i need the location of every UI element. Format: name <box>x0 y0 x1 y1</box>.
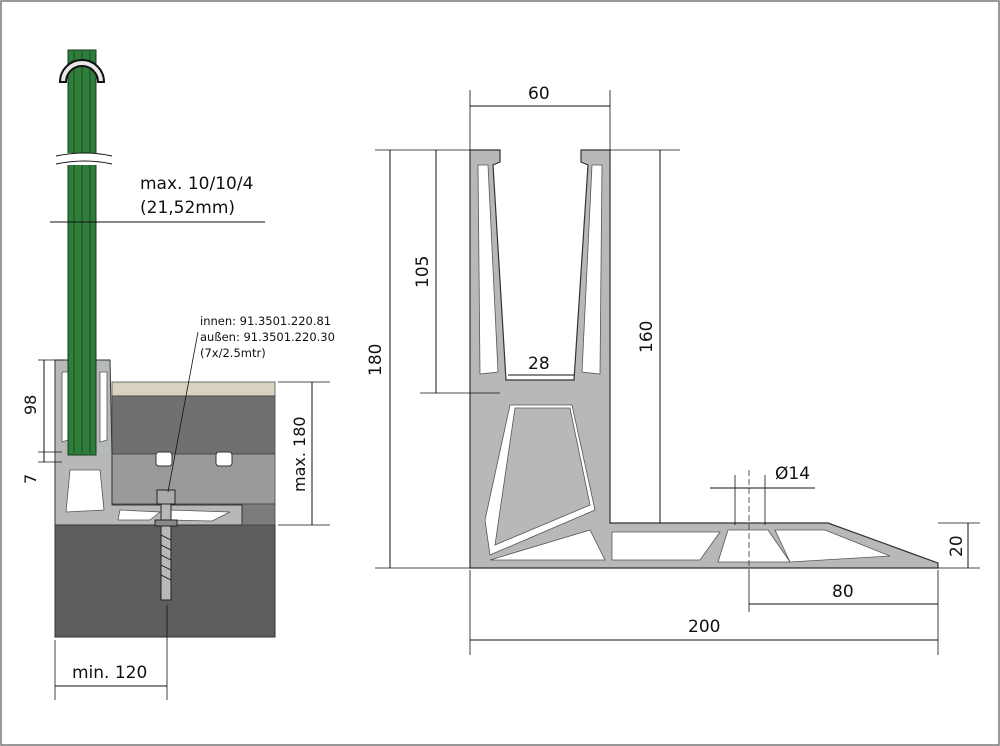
drain-hole-1 <box>155 451 173 467</box>
part-number-outer: außen: 91.3501.220.30 <box>200 330 335 344</box>
right-profile-view: 60 180 105 28 160 Ø14 20 80 <box>366 84 980 655</box>
floor-finish <box>111 381 276 397</box>
glass-thickness-label: max. 10/10/4 <box>140 174 253 194</box>
dim-max-180: max. 180 <box>290 416 309 492</box>
part-number-qty: (7x/2.5mtr) <box>200 346 266 360</box>
part-leader <box>167 331 199 493</box>
dim-80: 80 <box>832 582 854 602</box>
profile-section <box>469 149 939 569</box>
dim-98: 98 <box>21 395 40 415</box>
anchor-bolt <box>160 503 172 601</box>
left-section-view: max. 10/10/4 (21,52mm) innen: 91.3501.22… <box>21 49 335 700</box>
dim-200: 200 <box>688 617 720 637</box>
part-number-inner: innen: 91.3501.220.81 <box>200 314 331 328</box>
drain-hole-2 <box>215 451 233 467</box>
dim-105: 105 <box>413 256 433 288</box>
glass-thickness-mm-label: (21,52mm) <box>140 198 235 218</box>
dim-min-120: min. 120 <box>72 663 147 683</box>
screed-layer <box>111 453 276 505</box>
dim-180: 180 <box>366 344 386 376</box>
insulation-layer <box>111 395 276 455</box>
dim-160: 160 <box>637 321 657 353</box>
anchor-nut <box>156 489 176 505</box>
handrail-cap <box>58 59 106 83</box>
dim-hole-diameter: Ø14 <box>775 464 810 484</box>
dim-20: 20 <box>947 535 967 557</box>
dim-7: 7 <box>21 474 40 484</box>
dim-60: 60 <box>528 84 550 104</box>
dim-28: 28 <box>528 354 550 374</box>
